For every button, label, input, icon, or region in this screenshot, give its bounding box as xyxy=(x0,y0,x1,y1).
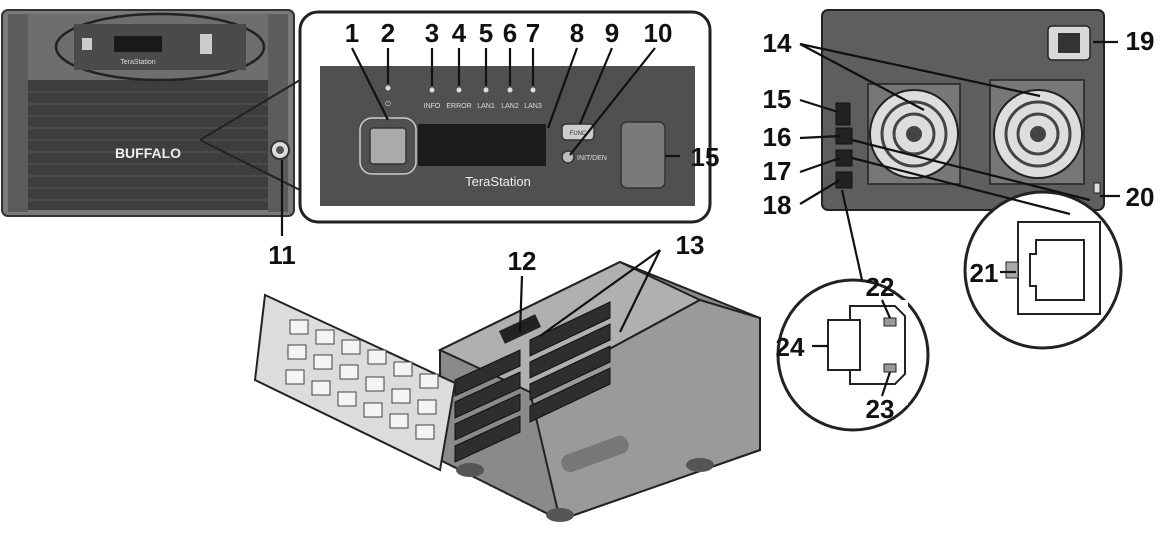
callout-11: 11 xyxy=(268,240,296,270)
front-brand: BUFFALO xyxy=(115,145,181,161)
callout-15-rear: 15 xyxy=(763,84,792,114)
callout-22: 22 xyxy=(866,272,895,302)
callout-2: 2 xyxy=(381,18,395,48)
led-label-lan1: LAN1 xyxy=(477,103,495,110)
mini-usb-slot xyxy=(200,34,212,54)
callout-3: 3 xyxy=(425,18,439,48)
security-slot xyxy=(1093,182,1101,194)
callout-9: 9 xyxy=(605,18,619,48)
front-view: BUFFALO TeraStation xyxy=(1,9,301,217)
leader-lines xyxy=(280,40,1120,397)
callout-20: 20 xyxy=(1126,182,1155,212)
lcd-display xyxy=(418,124,546,166)
callout-18: 18 xyxy=(763,190,792,220)
callout-7: 7 xyxy=(526,18,540,48)
zoomed-front-panel: ⏻ INFO ERROR LAN1 LAN2 LAN3 TeraStation … xyxy=(298,10,712,224)
callout-16: 16 xyxy=(763,122,792,152)
callout-19: 19 xyxy=(1126,26,1155,56)
svg-text:⏻: ⏻ xyxy=(385,100,391,108)
panel-highlight-ellipse xyxy=(54,12,266,82)
callout-17: 17 xyxy=(763,156,792,186)
usb-port-rear xyxy=(835,102,851,126)
panel-brand: TeraStation xyxy=(465,174,531,189)
lan-port-3 xyxy=(835,171,853,189)
power-button xyxy=(369,127,407,165)
callout-6: 6 xyxy=(503,18,517,48)
callout-21: 21 xyxy=(970,258,999,288)
callout-15-front: 15 xyxy=(691,142,720,172)
callout-23: 23 xyxy=(866,394,895,424)
rear-view xyxy=(821,9,1105,211)
mini-display xyxy=(114,36,162,52)
led-label-error: ERROR xyxy=(446,103,471,110)
zoom-circle-lan-port xyxy=(963,190,1123,350)
mini-power-button xyxy=(82,38,92,50)
callout-1: 1 xyxy=(345,18,359,48)
mini-brand: TeraStation xyxy=(120,59,156,66)
init-label: INIT/DEN xyxy=(577,155,607,162)
callout-10: 10 xyxy=(644,18,673,48)
function-label: FUNC xyxy=(570,131,587,137)
led-label-lan2: LAN2 xyxy=(501,103,519,110)
led-label-info: INFO xyxy=(424,103,441,110)
callout-5: 5 xyxy=(479,18,493,48)
open-device-view xyxy=(253,260,761,522)
callout-numbers: 1 2 3 4 5 6 7 8 9 10 15 11 12 13 14 15 1… xyxy=(268,18,1154,424)
callout-13: 13 xyxy=(676,230,705,260)
callout-8: 8 xyxy=(570,18,584,48)
callout-4: 4 xyxy=(452,18,467,48)
callout-12: 12 xyxy=(508,246,537,276)
callout-14: 14 xyxy=(763,28,792,58)
usb-port-front xyxy=(620,121,666,189)
led-label-lan3: LAN3 xyxy=(524,103,542,110)
callout-24: 24 xyxy=(776,332,805,362)
